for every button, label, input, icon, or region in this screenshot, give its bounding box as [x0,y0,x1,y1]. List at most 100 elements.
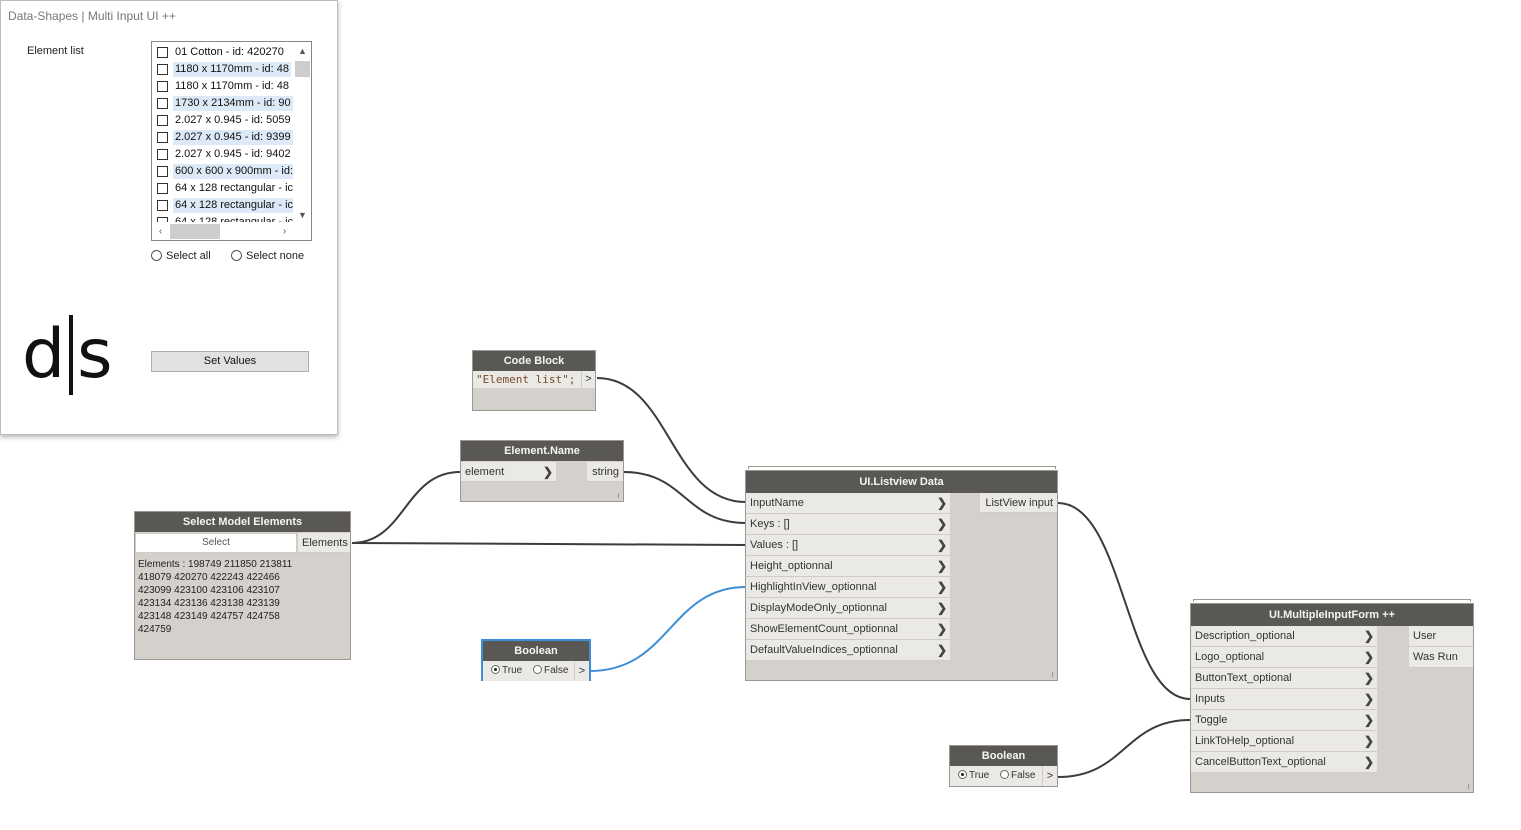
node-stack-edge [748,466,1056,469]
multi-input-dialog: Data-Shapes | Multi Input UI ++ Element … [0,0,338,435]
input-port[interactable]: ShowElementCount_optionnal❯ [746,619,950,640]
checkbox[interactable] [157,200,168,211]
set-values-button[interactable]: Set Values [151,351,309,372]
port-label: element [465,466,505,478]
input-port[interactable]: InputName❯ [746,493,950,514]
chevron-right-icon: ❯ [936,643,947,657]
wire-elements-name[interactable] [351,471,461,544]
input-port[interactable]: HighlightInView_optionnal❯ [746,577,950,598]
chevron-right-icon[interactable]: › [282,226,287,237]
list-item[interactable]: 2.027 x 0.945 - id: 9399 [152,129,293,146]
output-port[interactable]: > [1042,766,1057,786]
wire-listview-inputs[interactable] [1057,502,1191,700]
checkbox[interactable] [157,64,168,75]
input-port[interactable]: DisplayModeOnly_optionnal❯ [746,598,950,619]
checkbox[interactable] [157,132,168,143]
code-block-node[interactable]: Code Block "Element list"; > [472,350,596,411]
checkbox[interactable] [157,115,168,126]
checkbox[interactable] [157,47,168,58]
output-port[interactable]: User Inputs [1409,626,1473,663]
chevron-left-icon[interactable]: ‹ [158,226,163,237]
true-radio[interactable]: True [958,766,989,786]
checkbox[interactable] [157,183,168,194]
input-port[interactable]: ButtonText_optional❯ [1191,668,1377,689]
output-port-elements[interactable]: Elements [297,533,350,553]
checkbox[interactable] [157,166,168,177]
resize-grip[interactable] [1468,784,1469,789]
list-item[interactable]: 1180 x 1170mm - id: 48 [152,78,293,95]
output-port[interactable]: > [581,371,595,388]
checkbox[interactable] [157,217,168,222]
chevron-right-icon: ❯ [1363,650,1374,664]
checkbox[interactable] [157,81,168,92]
resize-grip[interactable] [1052,672,1053,677]
input-port[interactable]: DefaultValueIndices_optionnal ❯ [746,640,950,661]
input-port[interactable]: Values : []❯ [746,535,950,556]
false-label: False [1011,770,1036,781]
input-port[interactable]: Logo_optional❯ [1191,647,1377,668]
input-port[interactable]: Description_optional❯ [1191,626,1377,647]
list-item[interactable]: 01 Cotton - id: 420270 [152,44,293,61]
list-item-label: 01 Cotton - id: 420270 [175,46,284,58]
output-port[interactable]: > [574,661,589,681]
wire-name-keys[interactable] [623,471,747,524]
chevron-right-icon: ❯ [936,517,947,531]
list-item[interactable]: 2.027 x 0.945 - id: 9402 [152,146,293,163]
checkbox[interactable] [157,149,168,160]
port-label: Values : [] [750,539,799,551]
input-port[interactable]: Height_optionnal❯ [746,556,950,577]
node-title: Element.Name [461,441,623,461]
chevron-right-icon: ❯ [936,496,947,510]
list-item-label: 64 x 128 rectangular - ic [173,198,293,213]
wire-bool-highlight[interactable] [589,586,747,672]
checkbox[interactable] [157,98,168,109]
node-title: Boolean [483,641,589,661]
boolean-node-2[interactable]: Boolean True False > [949,745,1058,787]
false-radio[interactable]: False [533,661,568,681]
wire-bool-toggle[interactable] [1057,719,1191,778]
select-button[interactable]: Select [135,533,297,553]
resize-grip[interactable] [618,493,619,498]
triangle-up-icon[interactable]: ▲ [298,46,307,56]
input-port[interactable]: LinkToHelp_optional❯ [1191,731,1377,752]
code-editor[interactable]: "Element list"; [473,371,581,388]
port-label: DisplayModeOnly_optionnal [750,602,887,614]
list-item[interactable]: 600 x 600 x 900mm - id: [152,163,293,180]
port-label: LinkToHelp_optional [1195,735,1295,747]
list-item[interactable]: 2.027 x 0.945 - id: 5059 [152,112,293,129]
boolean-toggle-row: True False [483,661,589,681]
input-port[interactable]: CancelButtonText_optional❯ [1191,752,1377,773]
wire-elements-values[interactable] [351,542,747,546]
input-port[interactable]: Toggle❯ [1191,710,1377,731]
list-item[interactable]: 64 x 128 rectangular - ic [152,180,293,197]
true-radio[interactable]: True [491,661,522,681]
element-listbox[interactable]: 01 Cotton - id: 420270 1180 x 1170mm - id… [151,41,312,241]
wire-codeblock-inputname[interactable] [596,377,747,503]
triangle-down-icon[interactable]: ▼ [298,210,307,220]
input-port[interactable]: Inputs❯ [1191,689,1377,710]
list-item[interactable]: 1180 x 1170mm - id: 48 [152,61,293,78]
input-port-element[interactable]: element❯ [461,462,556,482]
input-port[interactable]: Keys : []❯ [746,514,950,535]
output-port-listview-input[interactable]: ListView input [980,493,1057,513]
element-name-node[interactable]: Element.Name element❯ string [460,440,624,502]
listview-data-node[interactable]: UI.Listview Data ListView input InputNam… [745,470,1058,681]
list-item[interactable]: 1730 x 2134mm - id: 90 [152,95,293,112]
select-model-elements-node[interactable]: Select Model Elements Select Elements El… [134,511,351,660]
vertical-scroll-thumb[interactable] [295,61,310,77]
multiple-input-form-node[interactable]: UI.MultipleInputForm ++ Description_opti… [1190,603,1474,793]
output-port-string[interactable]: string [587,462,623,482]
vertical-scrollbar[interactable]: ▲ ▼ [294,42,311,222]
element-list-label: Element list [27,45,84,57]
horizontal-scrollbar[interactable]: ‹ › [152,223,293,240]
false-radio[interactable]: False [1000,766,1035,786]
output-port[interactable]: Was Run [1409,647,1473,668]
list-item[interactable]: 64 x 128 rectangular - ic [152,214,293,222]
select-none-radio[interactable]: Select none [231,250,304,262]
boolean-node-1[interactable]: Boolean True False > [481,639,591,681]
select-all-radio[interactable]: Select all [151,250,211,262]
list-item[interactable]: 64 x 128 rectangular - ic [152,197,293,214]
true-label: True [502,665,523,676]
horizontal-scroll-thumb[interactable] [170,224,220,239]
port-label: DefaultValueIndices_optionnal [750,644,898,656]
